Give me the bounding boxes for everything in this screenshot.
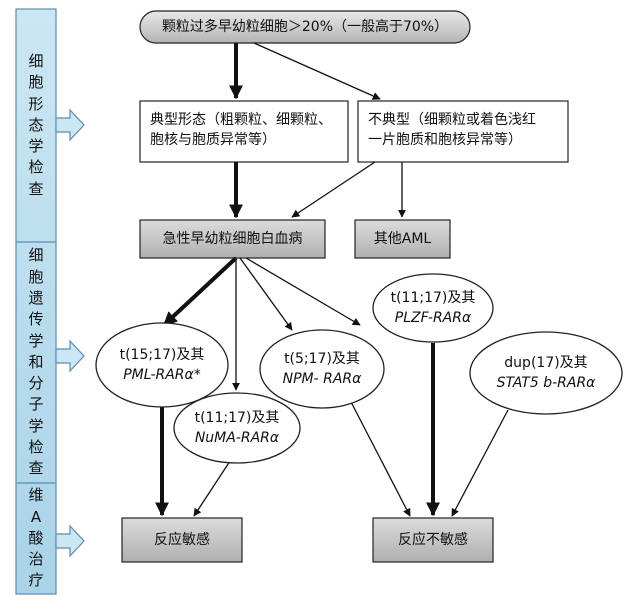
plzf-rara-node [372, 273, 494, 343]
apl-label: 急性早幼粒细胞白血病 [162, 231, 303, 247]
side-panel-char: 学 [28, 331, 44, 350]
side-panel-char: 检 [28, 158, 44, 177]
typical-morphology-label: 典型形态（粗颗粒、细颗粒、胞核与胞质异常等） [150, 112, 332, 149]
side-label-morphology: 细胞形态学检查 [16, 9, 56, 242]
atypical-morphology-label: 不典型（细颗粒或着色浅红一片胞质和胞核异常等） [368, 112, 536, 149]
side-panel-char: 形 [28, 94, 44, 113]
side-panel-char: 和 [28, 352, 44, 371]
numa-rara-node [173, 392, 301, 464]
genetics-arrow-icon [55, 339, 85, 373]
stat5-rara-node [469, 331, 623, 415]
sensitive-label: 反应敏感 [154, 532, 210, 548]
side-panel-char: 查 [28, 459, 44, 478]
sensitive-box [121, 517, 243, 563]
side-panel-char: 维 [28, 486, 44, 505]
insensitive-box [372, 517, 494, 563]
side-panel [15, 8, 57, 595]
insensitive-label: 反应不敏感 [398, 532, 468, 548]
side-panel-char: 细 [28, 246, 44, 265]
atypical-morphology-box [357, 100, 569, 163]
other-aml-box [354, 219, 451, 259]
side-panel-char: 细 [28, 51, 44, 70]
connectors [155, 42, 509, 517]
side-panel-char: 胞 [28, 73, 44, 92]
side-panel-char: 检 [28, 438, 44, 457]
side-panel-char: 治 [28, 550, 44, 569]
other-aml-label: 其他AML [373, 231, 432, 247]
top-node-label: 颗粒过多早幼粒细胞＞20%（一般高于70%） [161, 19, 449, 35]
side-panel-char: 传 [28, 310, 44, 329]
morphology-arrow-icon [55, 108, 85, 142]
typical-morphology-box [139, 100, 349, 163]
npm-rara-node [259, 329, 385, 409]
apl-box [139, 219, 326, 259]
side-panel-char: A [30, 507, 42, 526]
side-panel-char: 分 [28, 374, 44, 393]
side-panel-char: 胞 [28, 267, 44, 286]
side-panel-char: 学 [28, 137, 44, 156]
side-panel-char: 酸 [28, 528, 44, 547]
side-panel-char: 子 [28, 395, 44, 414]
side-panel-char: 学 [28, 416, 44, 435]
side-panel-char: 查 [28, 179, 44, 198]
side-label-genetics: 细胞遗传学和分子学检查 [16, 242, 56, 483]
top-node [139, 10, 471, 44]
side-panel-char: 遗 [28, 288, 44, 307]
treatment-arrow-icon [55, 524, 85, 558]
side-panel-char: 态 [28, 115, 44, 134]
pml-rara-node [95, 322, 229, 408]
side-panel-char: 疗 [28, 571, 44, 590]
